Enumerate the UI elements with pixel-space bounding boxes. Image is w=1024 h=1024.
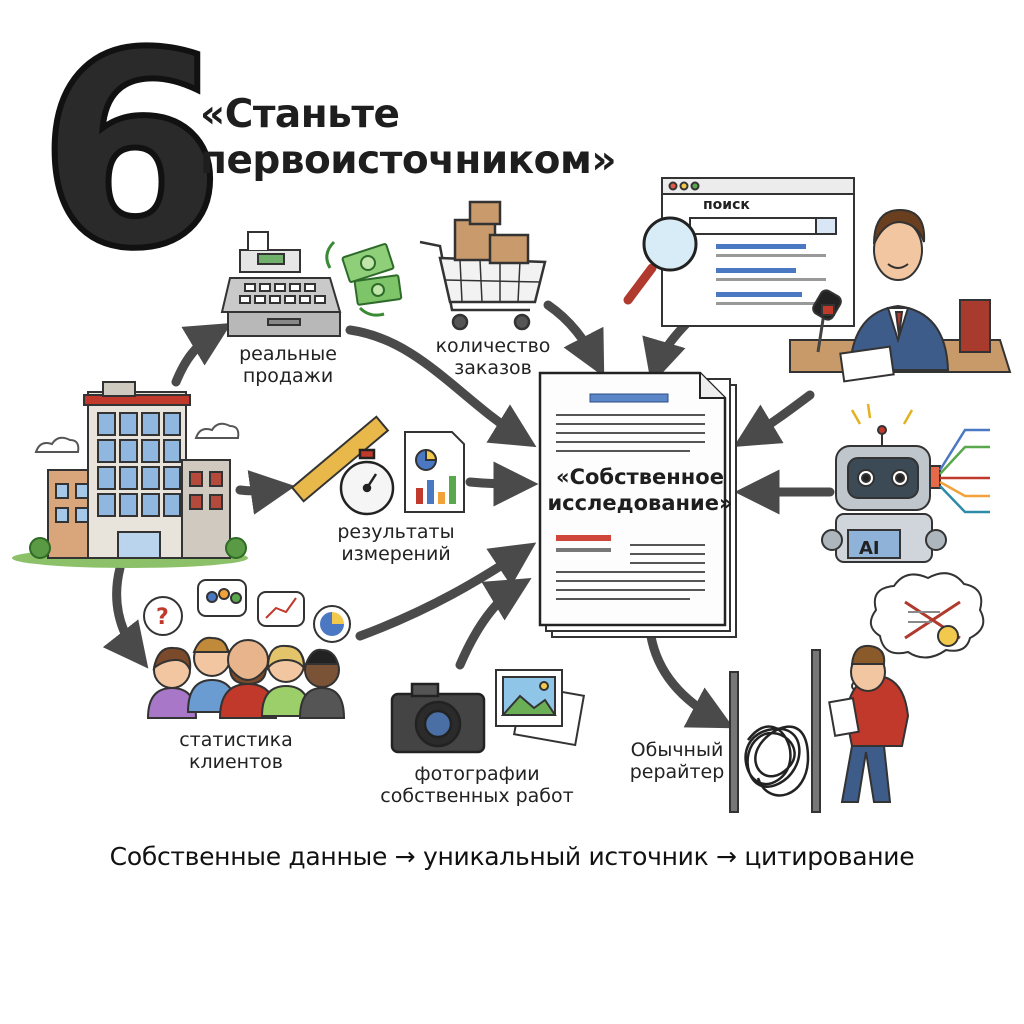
label-sales-line-2: продажи — [242, 364, 334, 387]
label-photos: фотографии собственных работ — [372, 763, 582, 808]
label-measurements-line-2: измерений — [341, 542, 451, 565]
cash-register-icon — [220, 231, 342, 337]
arrow-measure-to-document — [465, 461, 539, 507]
thought-bubble-icon — [851, 572, 985, 691]
journalist-icon — [789, 208, 1012, 383]
label-photos-line-2: собственных работ — [380, 784, 574, 807]
person-4 — [260, 644, 312, 717]
arrow-photos-to-document — [455, 578, 532, 670]
bottom-caption: Собственные данные → уникальный источник… — [109, 842, 915, 871]
office-building-icon — [12, 381, 248, 568]
arrow-clients-to-document — [355, 542, 537, 641]
central-document-line-2: исследование» — [547, 491, 733, 516]
arrow-building-to-clients — [102, 563, 149, 669]
magnifier-icon — [623, 216, 698, 305]
photo-icon — [495, 669, 586, 747]
arrow-building-to-sales — [171, 323, 232, 387]
svg-text:?: ? — [156, 605, 169, 630]
label-orders: количество заказов — [428, 335, 558, 380]
ai-label: AI — [859, 538, 880, 559]
tangled-scribble-icon — [729, 649, 821, 813]
person-1 — [146, 646, 198, 719]
arrow-document-to-writer — [645, 625, 734, 729]
central-document-line-1: «Собственное — [556, 465, 724, 489]
stopwatch-icon — [339, 448, 395, 516]
arrow-building-to-measure — [235, 470, 296, 515]
title-line-2: первоисточником» — [200, 138, 617, 184]
step-number: 6 — [35, 0, 228, 308]
label-writer-line-2: рерайтер — [629, 760, 725, 783]
label-writer-line-1: Обычный — [630, 739, 724, 761]
frustrated-writer-icon — [828, 644, 910, 803]
ruler-icon — [290, 415, 390, 503]
search-label: поиск — [703, 197, 750, 213]
money-icon — [325, 240, 403, 317]
speech-bubbles-icon: ? — [143, 579, 351, 643]
arrow-sales-to-document — [345, 325, 537, 448]
page-title: «Станьте первоисточником» — [200, 92, 617, 184]
arrow-search-to-document — [642, 315, 695, 385]
title-line-1: «Станьте — [200, 92, 400, 137]
label-measurements-line-1: результаты — [337, 521, 455, 543]
label-orders-line-2: заказов — [454, 356, 532, 379]
camera-icon — [390, 682, 486, 754]
label-sales-line-1: реальные — [239, 343, 337, 365]
label-writer: Обычный рерайтер — [622, 739, 732, 784]
label-clients: статистика клиентов — [166, 729, 306, 774]
label-sales: реальные продажи — [228, 343, 348, 388]
arrow-journalist-to-document — [733, 390, 815, 447]
cloud-icon — [34, 422, 240, 453]
shopping-cart-icon — [419, 200, 547, 331]
arrow-orders-to-document — [543, 300, 605, 377]
flow-arrows — [102, 300, 835, 729]
robot-icon — [821, 403, 990, 563]
person-5 — [298, 648, 346, 719]
label-measurements: результаты измерений — [326, 521, 466, 566]
central-document-label: «Собственное исследование» — [545, 464, 735, 517]
label-photos-line-1: фотографии — [414, 763, 540, 785]
label-orders-line-1: количество — [435, 335, 551, 357]
central-document-icon — [538, 371, 737, 638]
people-group-icon — [146, 636, 346, 719]
label-clients-line-1: статистика — [179, 729, 293, 751]
label-clients-line-2: клиентов — [189, 750, 283, 773]
report-chart-icon — [404, 431, 465, 513]
